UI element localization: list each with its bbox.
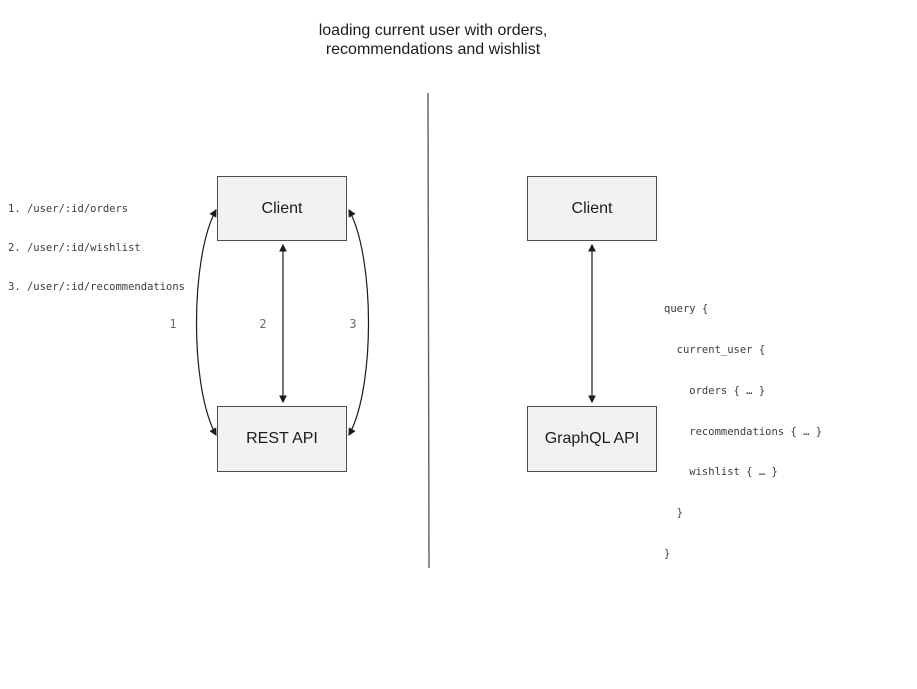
rest-api-node-label: REST API [246,430,318,447]
diagram-title-line2: recommendations and wishlist [325,41,541,58]
graphql-api-node: GraphQL API [527,406,657,472]
graphql-query-line: recommendations { … } [664,425,823,438]
rest-arrow-label-3: 3 [349,317,357,331]
graphql-query-line: query { [664,303,709,316]
graphql-query-line: current_user { [664,343,766,356]
panel-divider-line [427,92,430,569]
graphql-query-line: } [664,507,683,520]
graphql-query-code: query { current_user { orders { … } reco… [664,276,822,589]
rest-client-node: Client [217,176,347,241]
rest-arrow-label-1: 1 [169,317,177,331]
rest-client-node-label: Client [261,199,303,217]
graphql-client-node-label: Client [571,199,613,217]
diagram-title: loading current user with orders, recomm… [319,21,548,59]
rest-endpoint-list: 1. /user/:id/orders 2. /user/:id/wishlis… [8,177,185,320]
rest-endpoint-item: 2. /user/:id/wishlist [8,242,141,254]
graphql-query-line: orders { … } [664,384,766,397]
graphql-client-node: Client [527,176,657,241]
rest-endpoint-item: 3. /user/:id/recommendations [8,281,186,293]
rest-api-node: REST API [217,406,347,472]
rest-arrow-label-2: 2 [259,317,267,331]
rest-arrow-1-curve [195,208,217,437]
diagram-title-line1: loading current user with orders, [318,22,548,39]
graphql-api-node-label: GraphQL API [544,430,640,447]
graphql-query-line: wishlist { … } [664,466,778,479]
graphql-query-line: } [664,547,671,560]
rest-endpoint-item: 1. /user/:id/orders [8,203,129,215]
